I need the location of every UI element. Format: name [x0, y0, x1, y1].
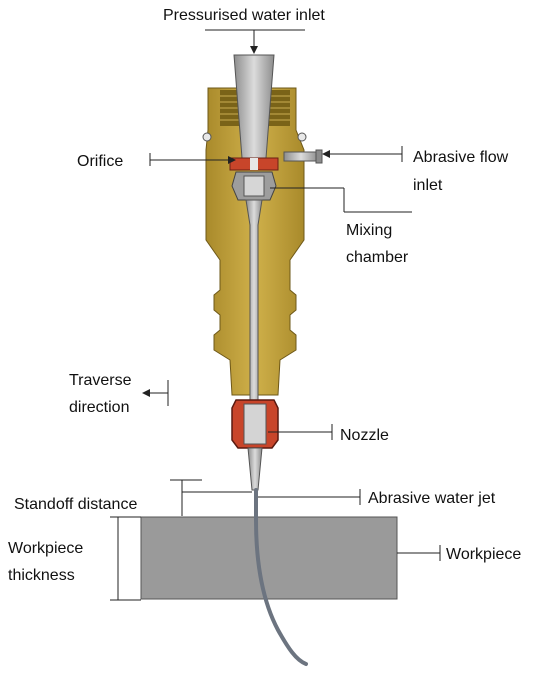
label-chamber: chamber [346, 249, 409, 266]
label-abrasive-inlet: inlet [413, 177, 443, 194]
abrasive-water-jet [254, 488, 308, 666]
label-traverse: Traverse [69, 372, 132, 389]
label-pressurised-water-inlet: Pressurised water inlet [163, 7, 325, 24]
abrasive-arrowhead [322, 150, 330, 158]
label-standoff-distance: Standoff distance [14, 496, 137, 513]
traverse-arrowhead [142, 389, 150, 397]
label-abrasive-water-jet: Abrasive water jet [368, 490, 496, 507]
workpiece [140, 516, 398, 600]
label-mixing: Mixing [346, 222, 392, 239]
screw-right [297, 132, 307, 142]
screw-left [202, 132, 212, 142]
label-workpiece-thickness-2: thickness [8, 567, 75, 584]
abrasive-inlet-tube [283, 151, 319, 162]
label-workpiece: Workpiece [446, 546, 521, 563]
orifice-arrowhead [228, 156, 236, 164]
nozzle-tip [247, 447, 263, 491]
label-abrasive-flow: Abrasive flow [413, 149, 509, 166]
label-nozzle: Nozzle [340, 427, 389, 444]
label-direction: direction [69, 399, 129, 416]
label-workpiece-thickness-1: Workpiece [8, 540, 83, 557]
water-inlet-arrowhead [250, 46, 258, 54]
label-orifice: Orifice [77, 153, 123, 170]
